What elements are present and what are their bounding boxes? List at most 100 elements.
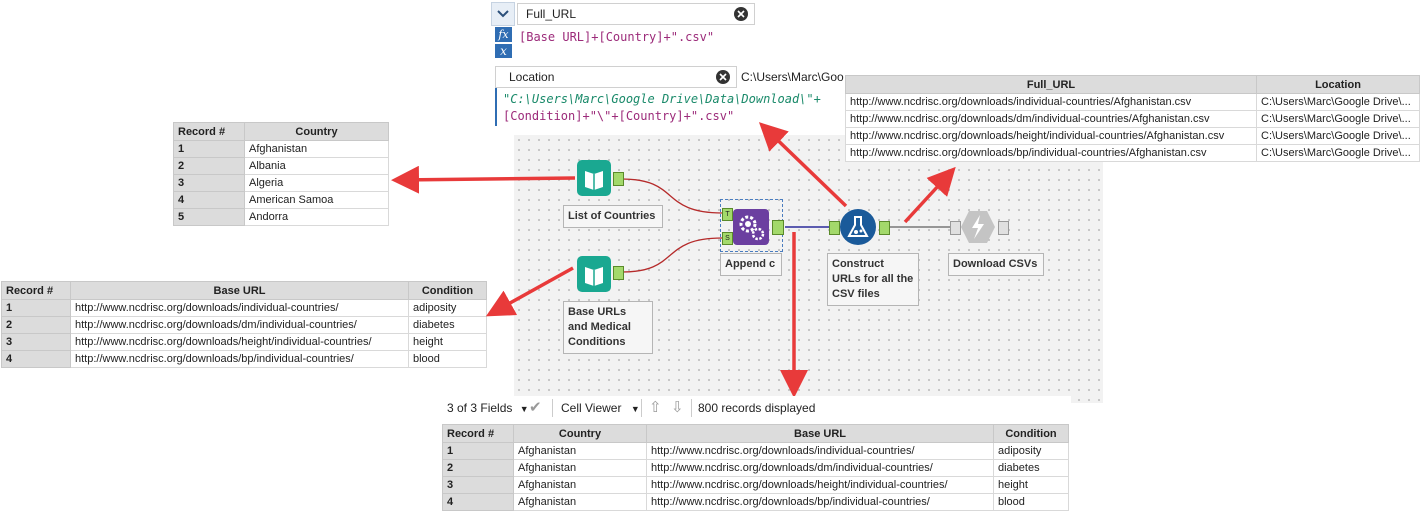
cell: diabetes xyxy=(993,459,1069,477)
expression-gutter xyxy=(495,88,497,126)
record-number: 2 xyxy=(1,316,71,334)
variable-icon[interactable]: x xyxy=(495,44,512,58)
input-anchor-target[interactable]: T xyxy=(722,208,733,221)
cell: http://www.ncdrisc.org/downloads/dm/indi… xyxy=(70,316,409,334)
chevron-down-icon xyxy=(497,10,509,18)
output-anchor[interactable] xyxy=(613,266,624,280)
record-number: 3 xyxy=(173,174,245,192)
output-anchor[interactable] xyxy=(613,172,624,186)
cell: blood xyxy=(408,350,487,368)
collapse-toggle[interactable] xyxy=(491,2,515,26)
cell: Afghanistan xyxy=(244,140,389,158)
cell: http://www.ncdrisc.org/downloads/height/… xyxy=(845,127,1257,145)
record-number: 1 xyxy=(173,140,245,158)
cell: adiposity xyxy=(408,299,487,317)
location-preview: C:\Users\Marc\Goo xyxy=(741,70,844,84)
flask-icon xyxy=(840,209,876,245)
record-number: 4 xyxy=(173,191,245,209)
fields-label: 3 of 3 Fields xyxy=(447,401,513,415)
chevron-down-icon: ▼ xyxy=(630,404,640,414)
append-tool[interactable] xyxy=(733,209,769,245)
table-row[interactable]: http://www.ncdrisc.org/downloads/height/… xyxy=(845,127,1420,145)
column-header[interactable]: Base URL xyxy=(70,281,409,300)
record-number: 1 xyxy=(1,299,71,317)
formula-expression[interactable]: [Base URL]+[Country]+".csv" xyxy=(519,30,714,44)
tool-label-construct: Construct URLs for all the CSV files xyxy=(827,253,919,306)
cell: http://www.ncdrisc.org/downloads/individ… xyxy=(70,299,409,317)
cell: http://www.ncdrisc.org/downloads/height/… xyxy=(70,333,409,351)
input-anchor-source[interactable]: S xyxy=(722,232,733,245)
cell: Andorra xyxy=(244,208,389,226)
table-row[interactable]: http://www.ncdrisc.org/downloads/dm/indi… xyxy=(845,110,1420,128)
column-header[interactable]: Record # xyxy=(1,281,71,300)
cell: Albania xyxy=(244,157,389,175)
column-header[interactable]: Country xyxy=(244,122,389,141)
input-tool-base-urls[interactable] xyxy=(576,255,612,293)
formula-panel-location: Location C:\Users\Marc\Goo "C:\Users\Mar… xyxy=(495,66,845,136)
cell: Afghanistan xyxy=(513,459,647,477)
cell-viewer-label: Cell Viewer xyxy=(561,401,622,415)
cell: http://www.ncdrisc.org/downloads/height/… xyxy=(646,476,994,494)
cell: http://www.ncdrisc.org/downloads/dm/indi… xyxy=(646,459,994,477)
cell: diabetes xyxy=(408,316,487,334)
table-row[interactable]: http://www.ncdrisc.org/downloads/bp/indi… xyxy=(845,144,1420,162)
column-header[interactable]: Location xyxy=(1256,75,1420,94)
clear-icon[interactable] xyxy=(716,70,730,84)
formula-expression-text: [Base URL]+[Country]+".csv" xyxy=(519,30,715,44)
output-anchor[interactable] xyxy=(772,220,784,235)
cell: Afghanistan xyxy=(513,476,647,494)
output-field-name[interactable]: Full_URL xyxy=(517,3,755,25)
input-anchor[interactable] xyxy=(950,221,961,235)
check-icon[interactable]: ✔ xyxy=(529,399,542,416)
lightning-icon xyxy=(961,211,995,243)
cell: blood xyxy=(993,493,1069,511)
toolbar-divider xyxy=(691,399,692,417)
table-row[interactable]: http://www.ncdrisc.org/downloads/individ… xyxy=(845,93,1420,111)
record-number: 1 xyxy=(442,442,514,460)
cell: adiposity xyxy=(993,442,1069,460)
output-field-location-text: Location xyxy=(509,70,555,84)
column-header[interactable]: Record # xyxy=(442,424,514,443)
column-header[interactable]: Record # xyxy=(173,122,245,141)
cell: C:\Users\Marc\Google Drive\... xyxy=(1256,93,1420,111)
arrow-up-icon[interactable]: ⇧ xyxy=(649,399,662,416)
book-icon xyxy=(577,160,611,196)
cell-viewer-dropdown[interactable]: Cell Viewer ▼ xyxy=(561,401,640,415)
fields-dropdown[interactable]: 3 of 3 Fields ▼ xyxy=(447,401,529,415)
location-expression[interactable]: "C:\Users\Marc\Google Drive\Data\Downloa… xyxy=(503,91,821,125)
column-header[interactable]: Condition xyxy=(993,424,1069,443)
output-anchor[interactable] xyxy=(998,221,1009,235)
input-tool-countries[interactable] xyxy=(576,159,612,197)
clear-icon[interactable] xyxy=(734,7,748,21)
arrow-down-icon[interactable]: ⇩ xyxy=(671,399,684,416)
record-number: 4 xyxy=(442,493,514,511)
input-anchor[interactable] xyxy=(829,221,840,235)
column-header[interactable]: Condition xyxy=(408,281,487,300)
record-number: 2 xyxy=(442,459,514,477)
column-header[interactable]: Full_URL xyxy=(845,75,1257,94)
formula-tool[interactable] xyxy=(839,208,877,246)
output-anchor[interactable] xyxy=(879,221,890,235)
download-tool[interactable] xyxy=(960,209,996,245)
tool-label-countries: List of Countries xyxy=(563,205,663,228)
column-header[interactable]: Country xyxy=(513,424,647,443)
output-field-location[interactable]: Location xyxy=(495,66,737,88)
column-header[interactable]: Base URL xyxy=(646,424,994,443)
cell: http://www.ncdrisc.org/downloads/bp/indi… xyxy=(646,493,994,511)
fx-icon[interactable]: fx xyxy=(495,27,512,42)
cell: Algeria xyxy=(244,174,389,192)
